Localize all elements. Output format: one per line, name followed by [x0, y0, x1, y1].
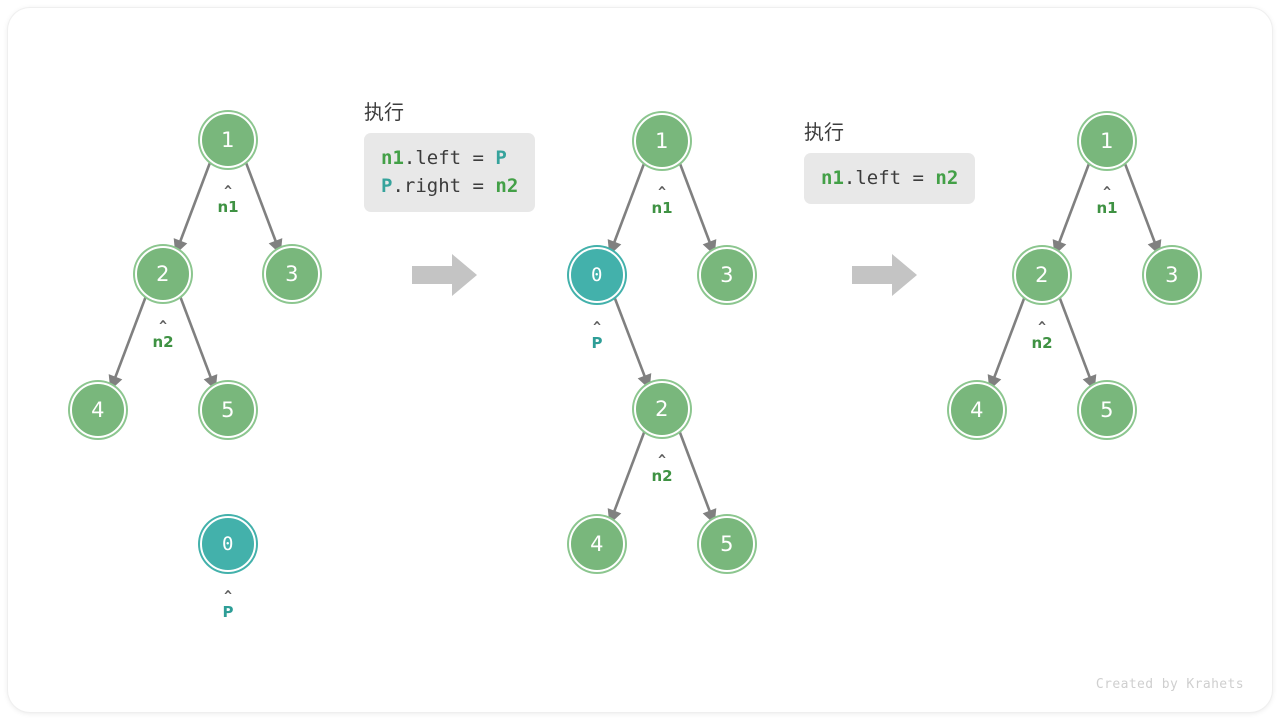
tree2-node-3[interactable]: 3	[699, 247, 755, 303]
node-value: 1	[655, 128, 669, 153]
tree1-node-5[interactable]: 5	[200, 382, 256, 438]
code-identifier-n1: n1	[821, 167, 844, 189]
node-value: 2	[156, 261, 170, 286]
right-arrow-icon	[852, 254, 917, 296]
panel-heading: 执行	[804, 120, 844, 144]
tree1-pointer-P: ^ P	[222, 589, 234, 621]
pointer-label: n1	[217, 198, 239, 216]
code-identifier-n2: n2	[935, 167, 959, 189]
caret-icon: ^	[159, 319, 167, 334]
node-value: 1	[221, 127, 235, 152]
node-value: 1	[1100, 128, 1114, 153]
code-block-remove: n1.left = n2	[804, 153, 976, 204]
pointer-label: n2	[152, 333, 174, 351]
caret-icon: ^	[1103, 185, 1111, 200]
code-text: .right =	[392, 175, 496, 197]
pointer-label: n2	[651, 467, 673, 485]
code-text: .left =	[403, 147, 496, 169]
node-value: 4	[970, 397, 984, 422]
tree1-node-3[interactable]: 3	[264, 246, 320, 302]
diagram-stage: 1 2 3 4 5 0 ^ n1 ^ n2	[8, 8, 1272, 712]
tree1-pointer-n2: ^ n2	[152, 319, 174, 351]
node-value: 5	[221, 397, 235, 422]
caret-icon: ^	[224, 184, 232, 199]
step-transition-arrow-2	[852, 253, 918, 297]
tree3-node-3[interactable]: 3	[1144, 247, 1200, 303]
tree-edges-layer	[108, 159, 1162, 525]
tree3-pointer-n1: ^ n1	[1096, 185, 1118, 217]
tree3-node-2[interactable]: 2	[1014, 247, 1070, 303]
panel-remove: 执行 n1.left = n2	[804, 120, 976, 204]
tree1-node-4[interactable]: 4	[70, 382, 126, 438]
tree2-node-4[interactable]: 4	[569, 516, 625, 572]
step-transition-arrow-1	[412, 253, 478, 297]
credit-text: Created by Krahets	[1095, 677, 1244, 692]
tree2-node-1[interactable]: 1	[634, 113, 690, 169]
tree1-pointer-n1: ^ n1	[217, 184, 239, 216]
tree3-node-4[interactable]: 4	[949, 382, 1005, 438]
tree3-pointer-n2: ^ n2	[1031, 320, 1053, 352]
node-value: 4	[91, 397, 105, 422]
node-value: 3	[285, 261, 299, 286]
tree2-node-0[interactable]: 0	[569, 247, 625, 303]
tree3-node-5[interactable]: 5	[1079, 382, 1135, 438]
tree1-node-1[interactable]: 1	[200, 112, 256, 168]
node-value: 4	[590, 531, 604, 556]
right-arrow-icon	[412, 254, 477, 296]
panel-insert: 执行 n1.left = P P.right = n2	[364, 100, 536, 212]
node-value: 0	[591, 263, 603, 286]
code-block-insert: n1.left = P P.right = n2	[364, 133, 536, 212]
pointer-label: n2	[1031, 334, 1053, 352]
pointer-label: P	[222, 603, 234, 621]
node-value: 2	[1035, 262, 1049, 287]
pointer-label: n1	[1096, 199, 1118, 217]
code-identifier-n1: n1	[381, 147, 404, 169]
tree2-pointer-n2: ^ n2	[651, 453, 673, 485]
node-value: 5	[1100, 397, 1114, 422]
caret-icon: ^	[593, 320, 601, 335]
code-identifier-n2: n2	[495, 175, 519, 197]
code-line: n1.left = P	[381, 144, 518, 172]
code-line: P.right = n2	[381, 172, 518, 200]
caret-icon: ^	[224, 589, 232, 604]
pointer-label: P	[591, 334, 603, 352]
caret-icon: ^	[658, 185, 666, 200]
node-value: 5	[720, 531, 734, 556]
tree2-node-2[interactable]: 2	[634, 381, 690, 437]
code-identifier-P: P	[495, 147, 507, 169]
node-value: 3	[1165, 262, 1179, 287]
node-value: 2	[655, 396, 669, 421]
code-line: n1.left = n2	[821, 164, 958, 192]
tree2-node-5[interactable]: 5	[699, 516, 755, 572]
tree1-node-0-detached[interactable]: 0	[200, 516, 256, 572]
panel-heading: 执行	[364, 100, 404, 124]
tree1-node-2[interactable]: 2	[135, 246, 191, 302]
node-value: 0	[222, 532, 234, 555]
node-value: 3	[720, 262, 734, 287]
code-identifier-P: P	[381, 175, 393, 197]
tree3-node-1[interactable]: 1	[1079, 113, 1135, 169]
tree2-pointer-n1: ^ n1	[651, 185, 673, 217]
caret-icon: ^	[658, 453, 666, 468]
code-text: .left =	[843, 167, 936, 189]
tree2-pointer-P: ^ P	[591, 320, 603, 352]
diagram-board: 1 2 3 4 5 0 ^ n1 ^ n2	[8, 8, 1272, 712]
pointer-label: n1	[651, 199, 673, 217]
caret-icon: ^	[1038, 320, 1046, 335]
